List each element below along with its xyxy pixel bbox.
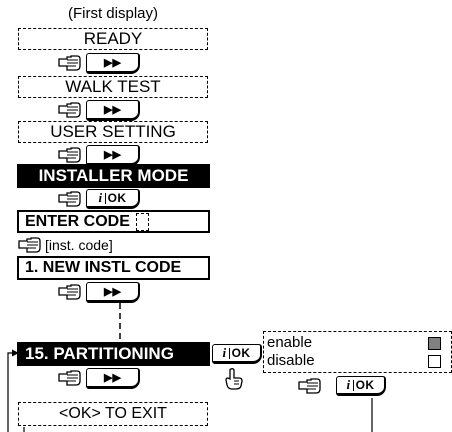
- hand-pointer-icon: [58, 369, 82, 392]
- options-panel: enable disable: [263, 331, 452, 373]
- return-arrow-line: [7, 352, 14, 432]
- code-cursor-box: [135, 212, 149, 231]
- ok-key-button[interactable]: i OK: [212, 344, 262, 364]
- menu-enter-code: ENTER CODE: [17, 210, 210, 233]
- hand-pointer-icon: [58, 146, 82, 169]
- hand-pointer-icon: [58, 101, 82, 124]
- menu-new-instl-code: 1. NEW INSTL CODE: [17, 256, 210, 280]
- ok-label: OK: [231, 346, 251, 360]
- menu-ok-to-exit: <OK> TO EXIT: [18, 402, 208, 426]
- inst-code-hint: [inst. code]: [45, 237, 113, 253]
- next-key-label: ▶▶: [104, 286, 121, 298]
- hand-pointer-icon: [58, 283, 82, 306]
- next-key-button[interactable]: ▶▶: [86, 145, 140, 166]
- option-disable[interactable]: disable: [267, 352, 315, 369]
- ok-label: OK: [355, 378, 375, 392]
- menu-user-setting: USER SETTING: [18, 121, 208, 143]
- info-i-label: i: [98, 190, 103, 205]
- hand-pointer-icon: [58, 54, 82, 77]
- first-display-caption: (First display): [67, 5, 158, 22]
- return-arrow-head: [12, 349, 19, 357]
- option-enable[interactable]: enable: [267, 334, 313, 351]
- next-key-label: ▶▶: [104, 149, 121, 161]
- next-key-label: ▶▶: [104, 372, 121, 384]
- info-i-label: i: [346, 377, 351, 392]
- next-key-label: ▶▶: [104, 104, 121, 116]
- menu-walk-test: WALK TEST: [18, 76, 208, 98]
- menu-partitioning: 15. PARTITIONING: [17, 342, 210, 366]
- ok-key-button[interactable]: i OK: [336, 376, 386, 396]
- enter-code-label: ENTER CODE: [25, 212, 130, 230]
- next-key-button[interactable]: ▶▶: [86, 282, 140, 303]
- menu-ready: READY: [18, 28, 208, 50]
- hand-pointer-icon: [18, 236, 42, 259]
- hand-pointer-icon: [298, 377, 322, 400]
- next-key-button[interactable]: ▶▶: [86, 100, 140, 121]
- enable-selected-square[interactable]: [428, 337, 441, 350]
- disable-square[interactable]: [428, 355, 441, 368]
- next-key-button[interactable]: ▶▶: [86, 368, 140, 389]
- info-i-label: i: [222, 345, 227, 360]
- ok-key-button[interactable]: i OK: [86, 189, 140, 209]
- next-key-button[interactable]: ▶▶: [86, 53, 140, 74]
- menu-installer-mode: INSTALLER MODE: [17, 164, 210, 188]
- next-key-label: ▶▶: [104, 57, 121, 69]
- hand-pointer-icon: [58, 190, 82, 213]
- pointing-finger-icon: [225, 368, 243, 395]
- ok-label: OK: [107, 191, 127, 205]
